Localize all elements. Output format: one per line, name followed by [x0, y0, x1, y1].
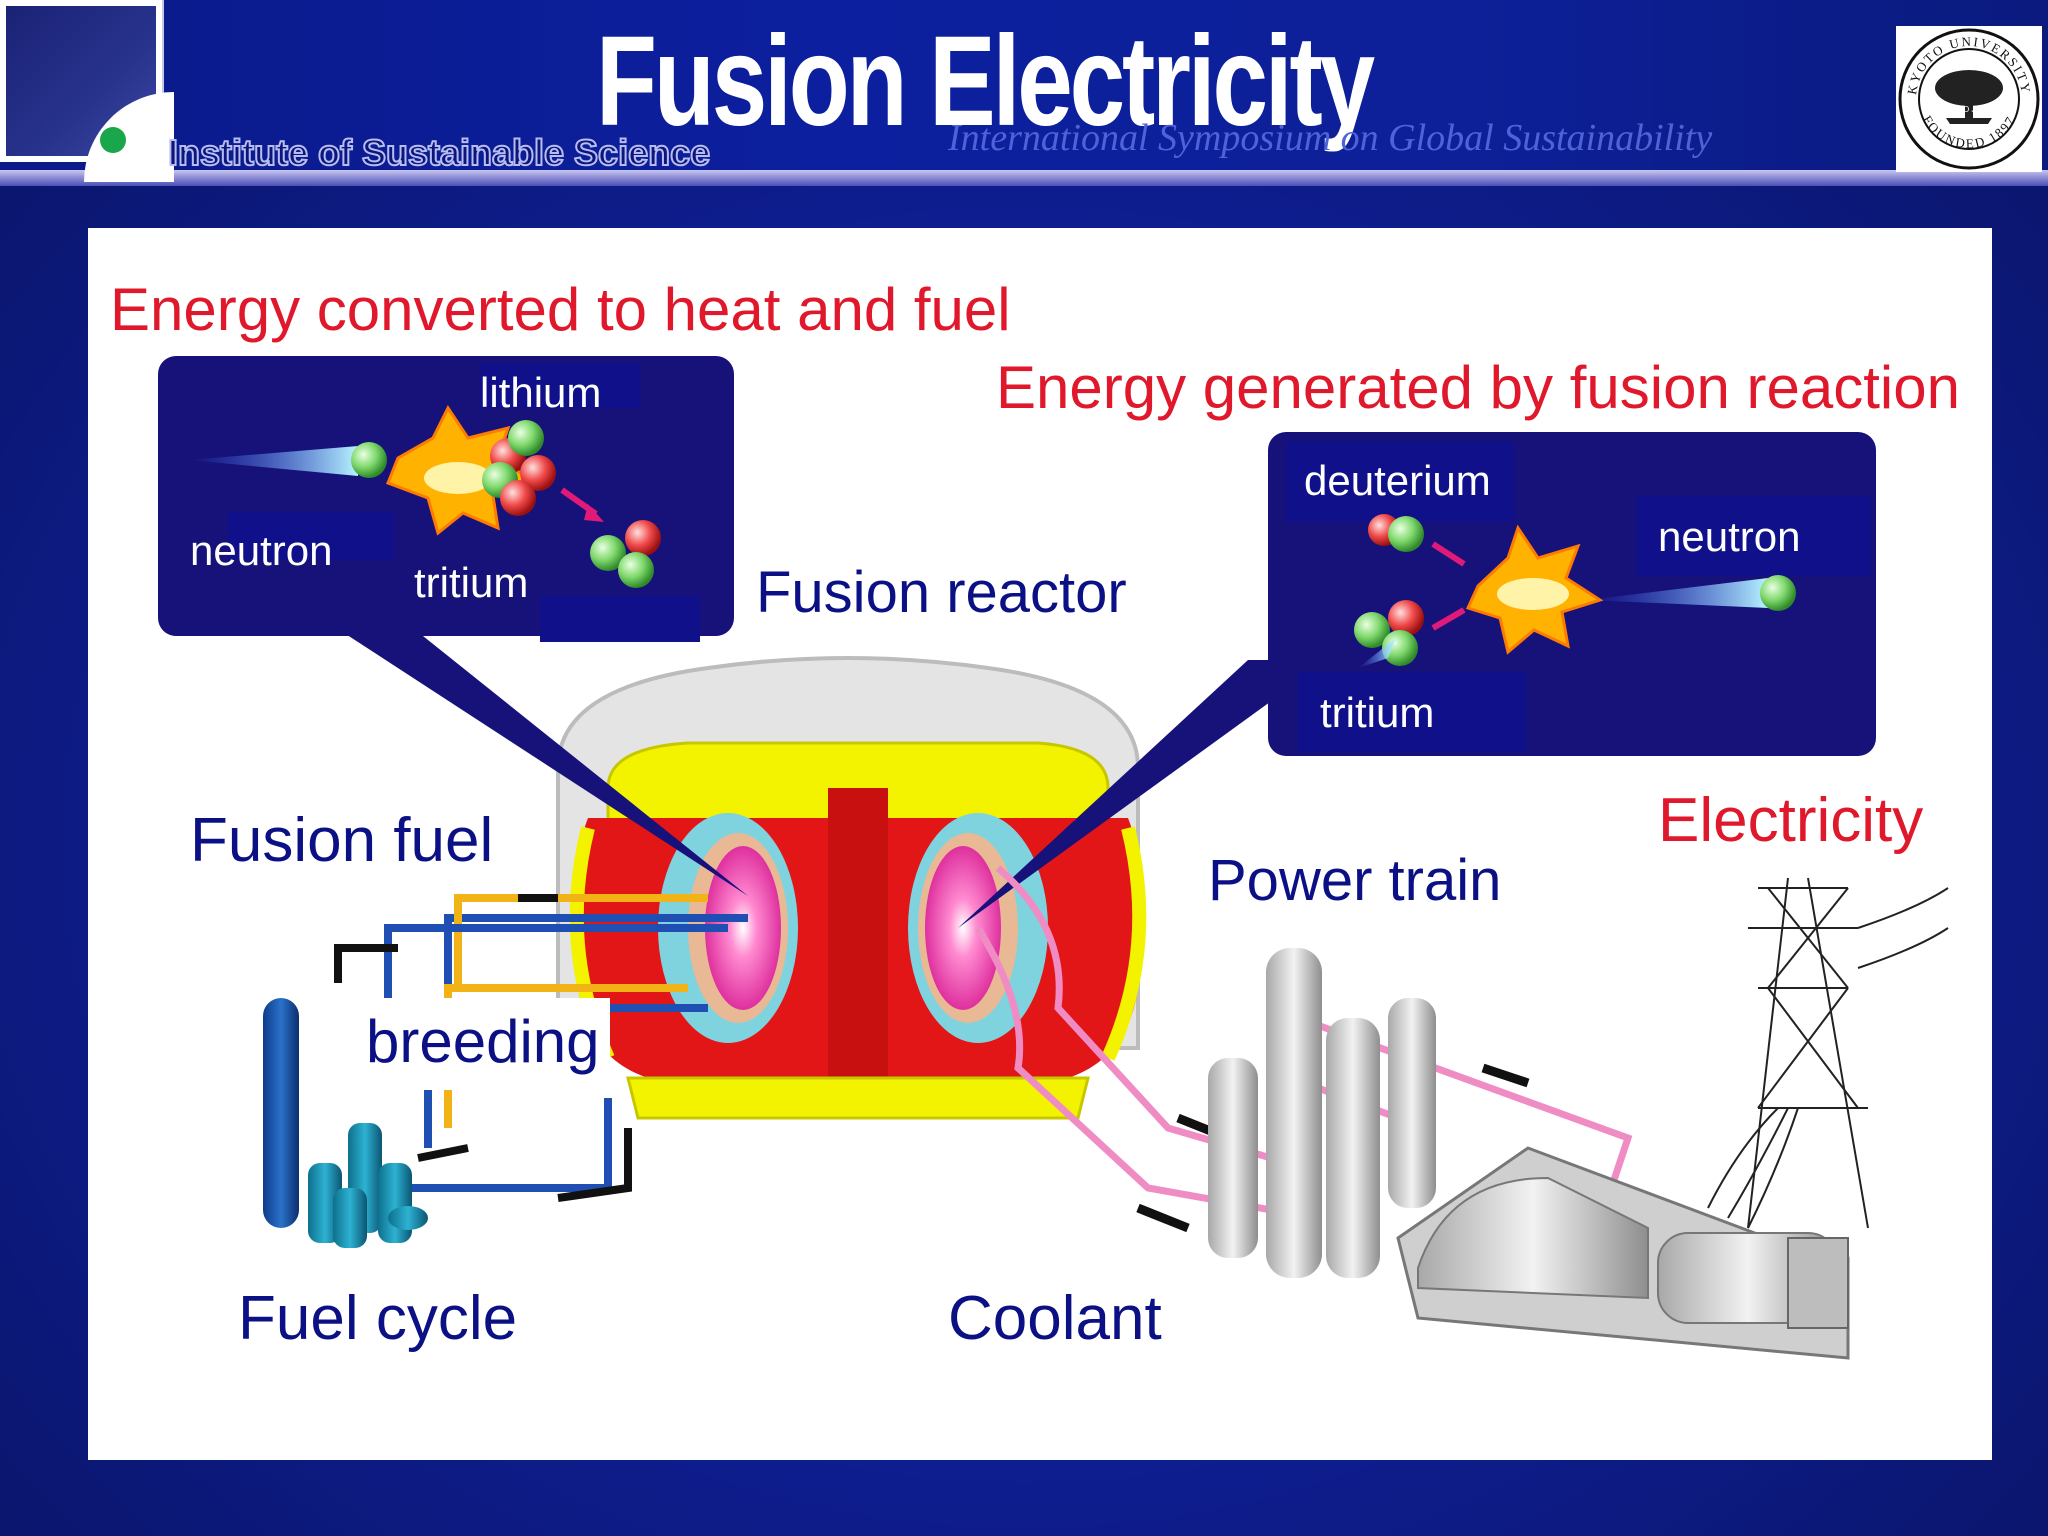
- header-band: [0, 0, 2048, 180]
- diagram-panel: Energy converted to heat and fuel Energy…: [88, 228, 1992, 1460]
- fuel-tanks: [263, 998, 428, 1248]
- kyoto-university-seal: KYOTO UNIVERSITY FOUNDED 1897 KYOTO JAPA…: [1896, 26, 2042, 172]
- institute-name: Institute of Sustainable Science: [167, 131, 711, 174]
- label-coolant: Coolant: [948, 1284, 1162, 1353]
- heading-energy-generated: Energy generated by fusion reaction: [996, 354, 1960, 421]
- label-power-train: Power train: [1208, 848, 1502, 913]
- fuel-arrows: [334, 894, 632, 1202]
- label-tritium-right: tritium: [1320, 689, 1435, 736]
- label-lithium: lithium: [480, 369, 602, 416]
- turbine-generator: [1396, 1146, 1850, 1360]
- slide-title: Fusion Electricity: [596, 10, 1375, 153]
- label-deuterium: deuterium: [1304, 457, 1491, 504]
- logo-green-dot: [100, 127, 126, 153]
- right-callout-pointer: [958, 660, 1328, 928]
- inset-deuterium-tritium: [1268, 432, 1876, 756]
- heading-energy-converted: Energy converted to heat and fuel: [110, 276, 1011, 343]
- transmission-tower: [1707, 877, 1949, 1229]
- fusion-reactor: [556, 656, 1147, 1120]
- label-fusion-reactor: Fusion reactor: [756, 560, 1127, 625]
- left-callout-pointer: [318, 616, 748, 896]
- label-tritium-left: tritium: [414, 559, 529, 606]
- label-neutron-right: neutron: [1658, 513, 1801, 560]
- institute-logo: [0, 0, 174, 182]
- breeding-label-box: [318, 998, 610, 1090]
- power-train: [1208, 948, 1436, 1278]
- fusion-diagram: [158, 356, 1949, 1360]
- label-fusion-fuel: Fusion fuel: [190, 806, 494, 875]
- symposium-name: International Symposium on Global Sustai…: [948, 117, 1713, 159]
- label-electricity: Electricity: [1658, 786, 1924, 855]
- label-neutron-left: neutron: [190, 527, 333, 574]
- label-fuel-cycle: Fuel cycle: [238, 1284, 518, 1353]
- inset-neutron-lithium: [158, 356, 734, 642]
- header-rule: [0, 170, 2048, 186]
- label-breeding: breeding: [366, 1008, 600, 1075]
- svg-text:KYOTO JAPAN: KYOTO JAPAN: [1941, 105, 1996, 114]
